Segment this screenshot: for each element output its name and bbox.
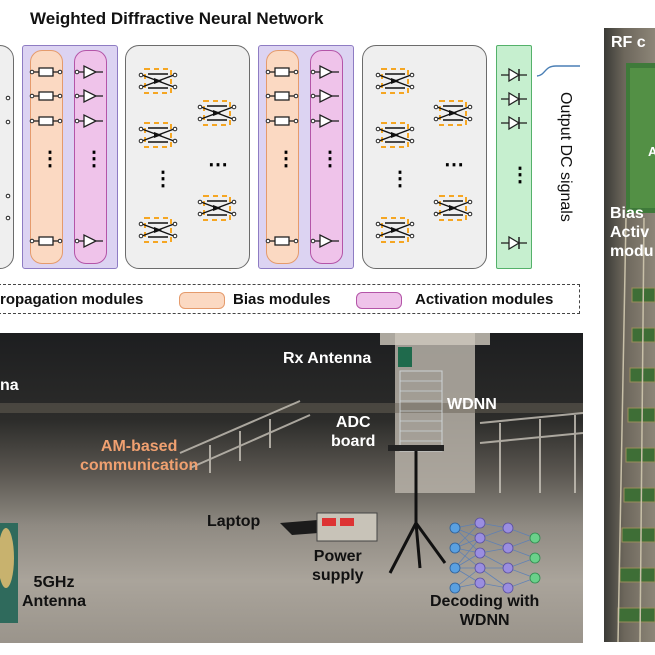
legend-activation-swatch: [356, 292, 402, 309]
rf-circuit-photo: RF c Bias Activ modu A: [604, 28, 655, 642]
ellipsis-act-1: ⋮: [84, 148, 104, 170]
photo-label-adc-board: ADC board: [331, 414, 376, 450]
bias-module-1: [30, 50, 63, 264]
photo-label-power-supply: Power supply: [312, 548, 364, 584]
bias-module-2: [266, 50, 299, 264]
photo-label-rx-antenna: Rx Antenna: [283, 350, 372, 367]
photo-scene: [0, 333, 583, 623]
ellipsis-output: ⋮: [510, 164, 530, 186]
activation-module-2: [310, 50, 343, 264]
photo-label-wdnn: WDNN: [447, 396, 497, 413]
activation-module-1: [74, 50, 107, 264]
propagation-module-2: [362, 45, 487, 269]
rf-stack-scene: [617, 63, 655, 642]
dc-signal-wave: [536, 65, 580, 77]
rf-bias-activation-label: Bias Activ modu: [610, 205, 654, 260]
neural-network-icon: [449, 517, 541, 594]
photo-label-tx-antenna: na: [0, 377, 19, 394]
photo-label-decoding-wdnn: Decoding with WDNN: [430, 593, 540, 629]
legend-activation-label: Activation modules: [415, 291, 554, 308]
ellipsis-bias-2: ⋮: [276, 148, 296, 170]
ellipsis-prop-1a: ⋮: [153, 168, 173, 190]
legend-bias-label: Bias modules: [233, 291, 331, 308]
ellipsis-prop-2b: ⋯: [444, 154, 464, 176]
photo-label-laptop: Laptop: [207, 513, 261, 530]
output-module: [496, 45, 532, 269]
ellipsis-prop-1b: ⋯: [208, 154, 228, 176]
ellipsis-bias-1: ⋮: [40, 148, 60, 170]
photo-label-5ghz-antenna: 5GHz Antenna: [22, 574, 86, 610]
rf-circuit-label: RF c: [611, 34, 646, 51]
propagation-module-1: [125, 45, 250, 269]
output-dc-signals-label: Output DC signals: [557, 92, 574, 222]
component-schematics: [5, 65, 580, 250]
rf-a-label: A: [648, 144, 655, 159]
partial-module-ports: [5, 95, 11, 221]
photo-label-am-communication: AM-based communication: [80, 438, 199, 474]
ellipsis-prop-2a: ⋮: [390, 168, 410, 190]
legend-propagation-label: ropagation modules: [0, 291, 144, 308]
ellipsis-act-2: ⋮: [320, 148, 340, 170]
experiment-photo: na Rx Antenna WDNN ADC board AM-based co…: [0, 333, 583, 643]
output-diodes: [500, 68, 528, 250]
legend: ropagation modules Bias modules Activati…: [0, 284, 580, 314]
legend-bias-swatch: [179, 292, 225, 309]
diagram-title: Weighted Diffractive Neural Network: [30, 9, 324, 28]
